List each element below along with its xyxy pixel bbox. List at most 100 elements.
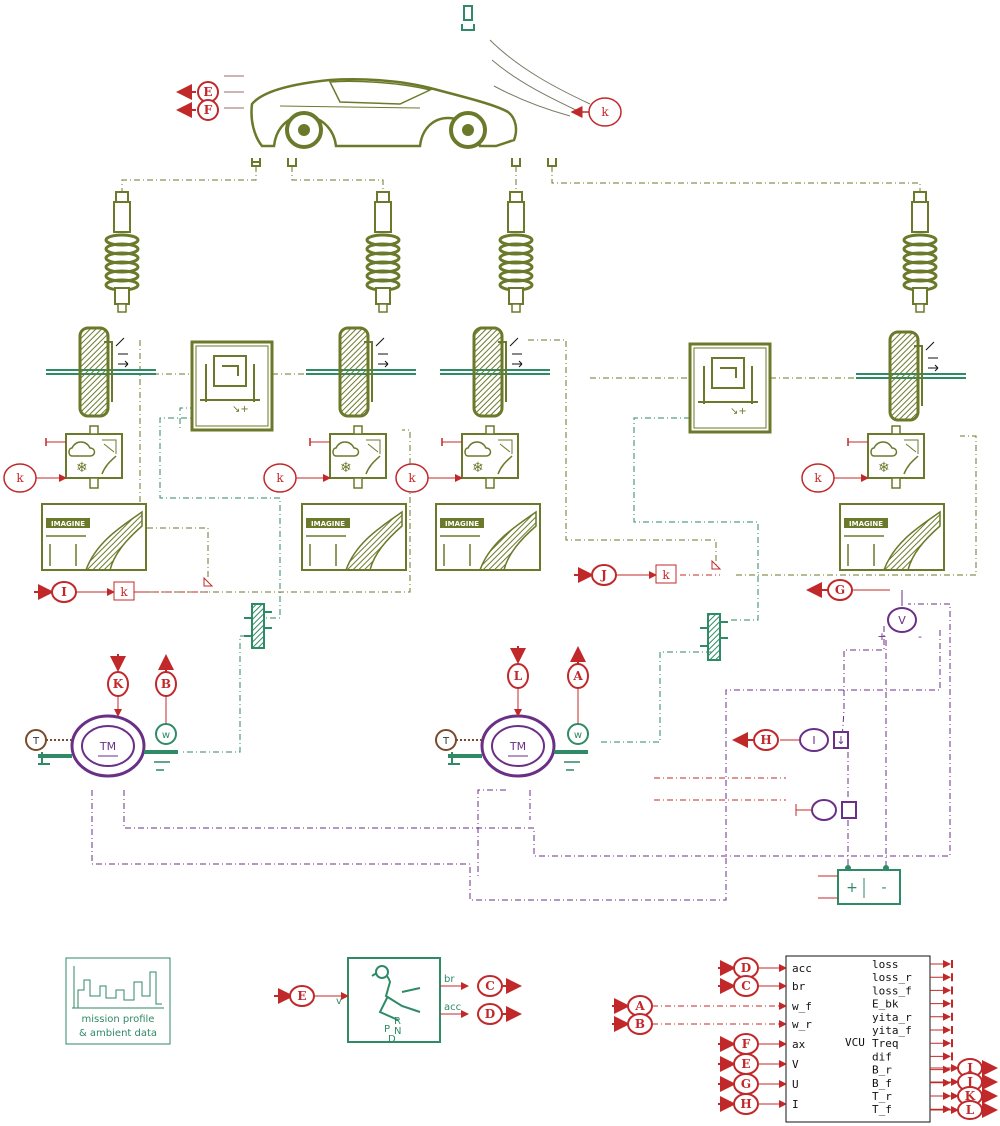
vcu-output-loss_f[interactable]: loss_f [872,984,953,997]
vcu-output-loss_r[interactable]: loss_r [872,971,953,984]
suspension-1[interactable] [104,191,140,313]
tire-2[interactable] [306,326,416,418]
driver-output-d[interactable]: D [477,1003,522,1025]
traction-motor-1[interactable]: TM [38,714,178,778]
wind-sensor [461,5,475,31]
car-output-f[interactable]: F [176,99,219,121]
motor-temperature-1[interactable]: T [25,729,72,751]
suspension-3[interactable] [498,191,534,313]
front-differential[interactable]: ↘+ [190,340,274,432]
car-output-e[interactable]: E [176,81,219,103]
voltage-output-g-label: G [835,583,845,597]
driver-br-label: br [444,974,455,985]
svg-text:❄: ❄ [472,460,484,476]
traction-motor-2[interactable]: TM [448,714,588,778]
voltage-output-g[interactable]: G [806,579,853,601]
tire-environment-2[interactable]: ❄ [309,425,387,489]
motor-label-2: TM [509,740,526,753]
vcu-output-port-label-3: K [965,1089,976,1103]
front-shaft-coupling[interactable] [244,603,272,649]
gain-block-1[interactable]: I k [34,576,214,603]
motor-temperature-2[interactable]: T [435,729,482,751]
driver-input-e[interactable]: E [274,985,315,1007]
vcu-output-Treq[interactable]: Treq [872,1037,953,1050]
driver-output-c-label: C [485,979,495,993]
current-output-h-label: H [760,733,771,747]
motor-temperature-label-1: T [32,736,40,747]
rear-shaft-coupling[interactable] [700,613,728,661]
motor-torque-input-1[interactable]: K [107,654,129,717]
vcu-output-B_f[interactable]: B_f [872,1077,951,1090]
suspension-4[interactable] [902,191,938,313]
tire-environment-4[interactable]: ❄ [847,425,925,489]
current-output-h[interactable]: H [732,729,779,751]
gear-d: D [388,1034,396,1045]
wind-input-k[interactable]: k [570,97,622,127]
vcu-output-B_r[interactable]: B_r [872,1064,951,1077]
road-profile-3[interactable]: IMAGINE [435,503,541,571]
tire-4[interactable] [856,330,966,422]
tire-3[interactable] [440,326,550,418]
motor-speed-sensor-2[interactable]: w [567,723,589,745]
vcu-output-port-3[interactable]: K [930,1086,998,1106]
tire-1[interactable] [46,326,156,418]
tire-environment-3[interactable]: ❄ [441,425,519,489]
gain-2-input: J [600,568,607,582]
vcu-output-loss[interactable]: loss [872,958,953,971]
vcu-output-yita_f[interactable]: yita_f [872,1024,953,1037]
environment-input-k-2[interactable]: k [263,463,331,493]
svg-text:↘+: ↘+ [730,406,747,417]
vcu-title: VCU [845,1036,865,1049]
vcu-block[interactable]: VCU [785,955,931,1123]
road-label-1: IMAGINE [51,520,85,528]
motor-speed-output-1[interactable]: B [155,654,177,726]
current-sensor[interactable]: ↓ I [780,728,849,752]
mission-line-1: mission profile [82,1014,155,1025]
road-profile-2[interactable]: IMAGINE [301,503,407,571]
environment-input-k-1[interactable]: k [3,463,67,493]
vcu-output-yita_r[interactable]: yita_r [872,1011,953,1024]
vcu-output-E_bk[interactable]: E_bk [872,998,953,1011]
rear-differential[interactable]: ↘+ [688,342,772,434]
vcu-output-port-2[interactable]: J [930,1072,998,1092]
vcu-output-dif[interactable]: dif [872,1050,953,1063]
vcu-output-label-2: loss_r [872,971,912,984]
suspension-2[interactable] [365,191,401,313]
tire-environment-1[interactable]: ❄ [45,425,123,489]
vcu-output-port-1[interactable]: I [930,1058,998,1078]
vcu-input-label-8: I [792,1098,799,1111]
motor-torque-input-2[interactable]: L [507,646,529,717]
driver-block[interactable]: P R N D v br acc [314,957,469,1045]
environment-input-k-3[interactable]: k [395,463,463,493]
environment-input-k-4[interactable]: k [801,463,869,493]
motor-speed-sensor-1[interactable]: w [155,723,177,745]
heat-sensor[interactable] [795,799,857,821]
sports-car-icon[interactable] [224,75,557,167]
gear-n: N [394,1026,401,1037]
battery[interactable]: + - [818,865,901,905]
road-profile-1[interactable]: IMAGINE [41,503,147,571]
vcu-output-T_f[interactable]: T_f [872,1103,951,1116]
road-profile-4[interactable]: IMAGINE [839,503,945,571]
motor-speed-label-1: B [161,677,171,691]
gain-block-2[interactable]: J k [574,559,722,586]
motor-torque-label-1: K [113,677,124,691]
motor-speed-output-2[interactable]: A [567,646,589,726]
voltage-sensor[interactable]: V + - [829,586,922,643]
driver-output-d-label: D [485,1007,495,1021]
vcu-output-port-4[interactable]: L [930,1100,998,1120]
driver-output-c[interactable]: C [477,975,522,997]
gain-1-input: I [61,585,67,599]
mission-profile-block[interactable]: mission profile & ambient data [65,957,171,1045]
vcu-input-port-7: G [741,1077,751,1091]
voltage-sensor-label: V [898,614,906,627]
